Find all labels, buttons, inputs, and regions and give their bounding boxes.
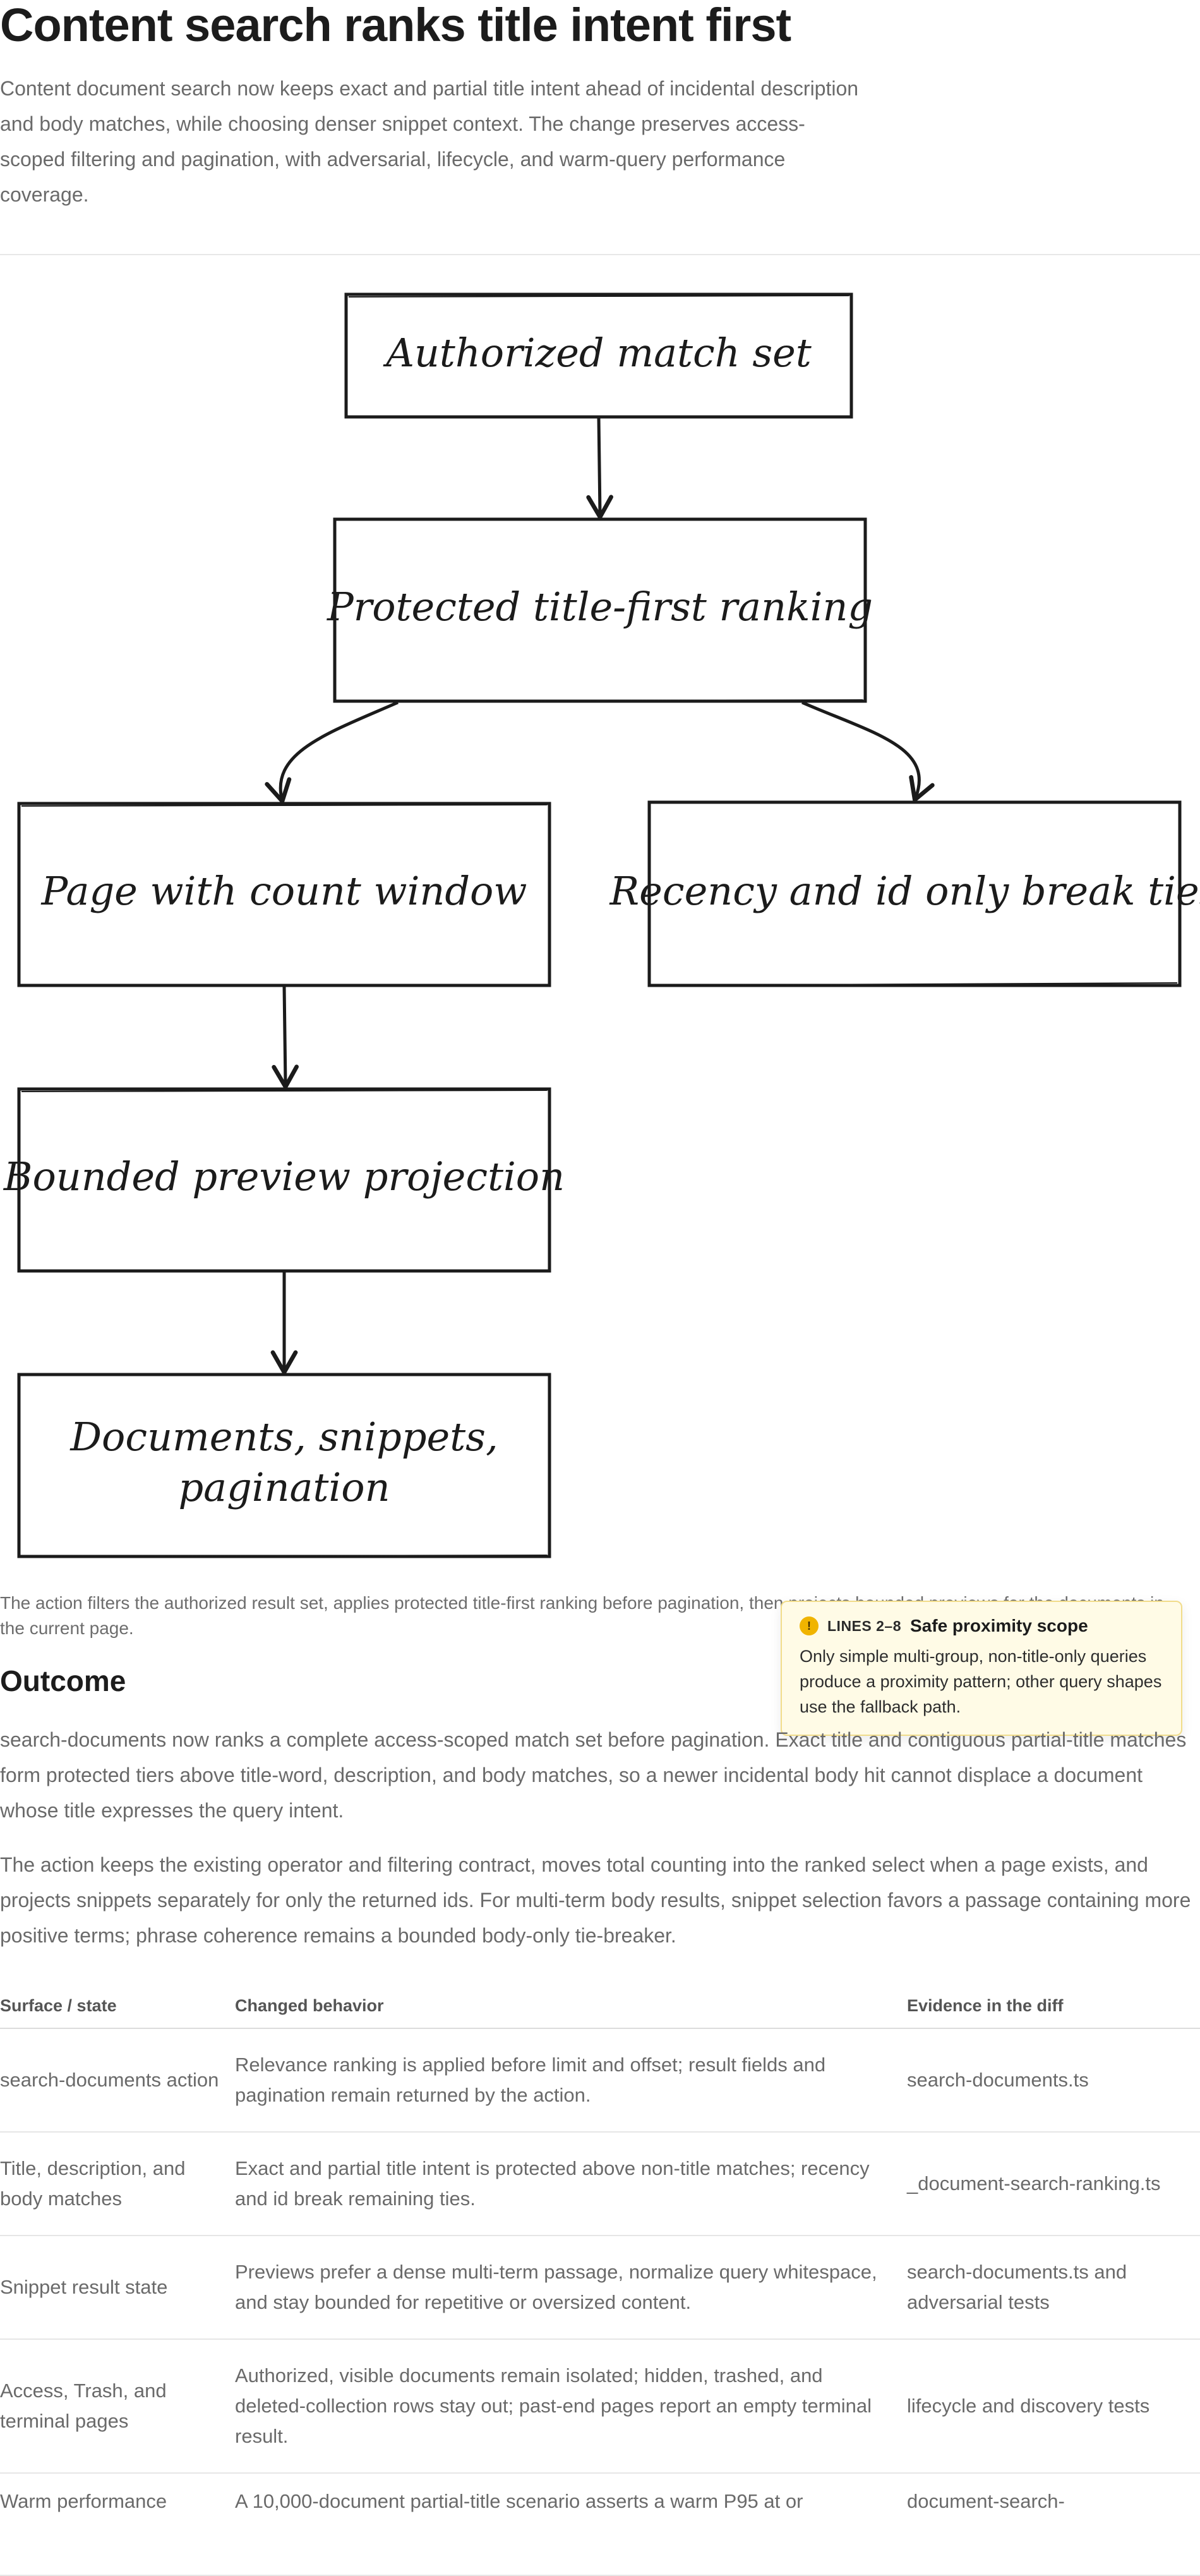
flow-arrow [272, 986, 299, 1089]
table-cell-evidence: document-search- [907, 2490, 1065, 2512]
intro-paragraph: Content document search now keeps exact … [0, 77, 859, 206]
node-label: Authorized match set [383, 330, 812, 376]
outcome-heading: Outcome [0, 1664, 126, 1697]
table-cell-surface: search-documents action [0, 2069, 219, 2091]
table-cell-surface: Access, Trash, and terminal pages [0, 2380, 167, 2432]
table-cell-behavior: Relevance ranking is applied before limi… [235, 2054, 826, 2106]
table-cell-evidence: search-documents.ts [907, 2069, 1089, 2091]
diagram-node-title-first-ranking: Protected title-first ranking [327, 517, 873, 703]
tooltip-title: Safe proximity scope [910, 1616, 1088, 1635]
outcome-paragraph-1: search-documents now ranks a complete ac… [0, 1728, 1187, 1822]
node-label: Page with count window [41, 868, 527, 914]
column-header-evidence: Evidence in the diff [907, 1995, 1064, 2015]
flow-arrow [801, 701, 935, 802]
table-row: Access, Trash, and terminal pages Author… [0, 2340, 1200, 2474]
node-label: Documents, snippets, [69, 1414, 498, 1460]
table-cell-behavior: A 10,000-document partial-title scenario… [235, 2490, 803, 2512]
table-cell-behavior: Previews prefer a dense multi-term passa… [235, 2261, 877, 2313]
page-title: Content search ranks title intent first [0, 0, 791, 51]
flow-diagram: Authorized match set Protected title-fir… [3, 292, 1200, 1558]
tooltip-body: Only simple multi-group, non-title-only … [800, 1647, 1162, 1716]
table-cell-evidence: search-documents.ts and adversarial test… [907, 2261, 1127, 2313]
flow-arrow [586, 418, 614, 519]
diagram-node-documents-pagination: Documents, snippets, pagination [17, 1373, 551, 1558]
table-row: Title, description, and body matches Exa… [0, 2133, 1200, 2236]
flow-arrow [265, 701, 399, 803]
node-label: Bounded preview projection [3, 1153, 565, 1200]
table-cell-surface: Snippet result state [0, 2276, 168, 2298]
outcome-paragraph-2: The action keeps the existing operator a… [0, 1853, 1191, 1947]
node-label: Protected title-first ranking [327, 584, 873, 630]
node-label: pagination [178, 1464, 390, 1510]
table-cell-behavior: Exact and partial title intent is protec… [235, 2157, 870, 2210]
table-header-row: Surface / state Changed behavior Evidenc… [0, 1983, 1200, 2029]
diagram-node-recency-id-ties: Recency and id only break ties [609, 800, 1200, 987]
warning-icon: ! [800, 1616, 819, 1635]
tooltip-line-range: LINES 2–8 [827, 1617, 901, 1634]
table-cell-evidence: _document-search-ranking.ts [907, 2172, 1161, 2194]
node-label: Recency and id only break ties [609, 868, 1200, 914]
table-cell-evidence: lifecycle and discovery tests [907, 2395, 1150, 2417]
table-cell-surface: Warm performance [0, 2490, 167, 2512]
diagram-node-bounded-preview: Bounded preview projection [3, 1087, 565, 1273]
diagram-node-authorized-match-set: Authorized match set [344, 292, 853, 419]
table-cell-behavior: Authorized, visible documents remain iso… [235, 2364, 872, 2447]
diagram-node-page-count-window: Page with count window [17, 802, 551, 987]
column-header-behavior: Changed behavior [235, 1995, 384, 2015]
annotation-tooltip: ! LINES 2–8 Safe proximity scope Only si… [781, 1601, 1182, 1736]
section-divider [0, 254, 1200, 255]
table-row: Warm performance A 10,000-document parti… [0, 2474, 1200, 2576]
changes-table: Surface / state Changed behavior Evidenc… [0, 1983, 1200, 2576]
tooltip-header: ! LINES 2–8 Safe proximity scope [800, 1613, 1163, 1639]
column-header-surface: Surface / state [0, 1995, 117, 2015]
table-cell-surface: Title, description, and body matches [0, 2157, 186, 2210]
table-row: search-documents action Relevance rankin… [0, 2029, 1200, 2133]
table-row: Snippet result state Previews prefer a d… [0, 2236, 1200, 2340]
